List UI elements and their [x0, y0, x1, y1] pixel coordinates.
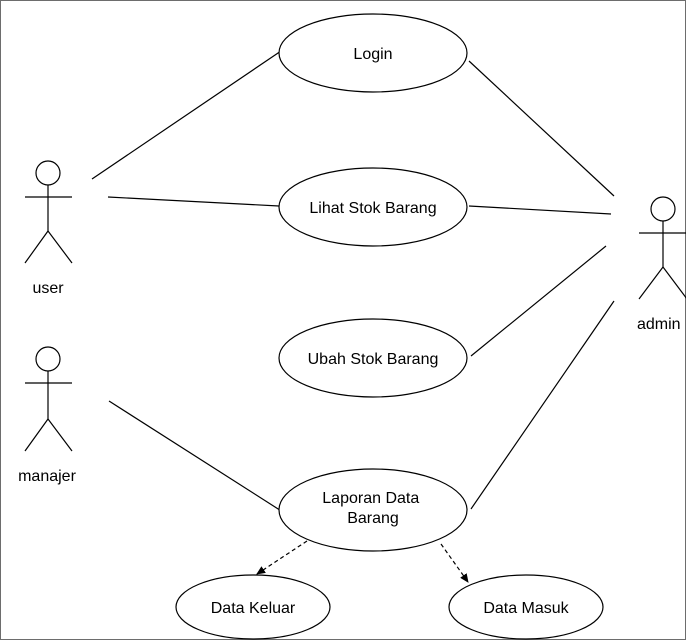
assoc-manajer-laporan: [108, 400, 287, 515]
actor-manajer-left-leg: [24, 418, 49, 452]
use-case-data-keluar[interactable]: Data Keluar: [175, 574, 331, 640]
use-case-laporan-line2: Barang: [347, 510, 399, 527]
actor-admin[interactable]: admin: [637, 196, 686, 333]
use-case-login-label: Login: [353, 46, 392, 63]
assoc-admin-ubah-stok: [470, 245, 607, 357]
dep-laporan-data-masuk: [440, 543, 469, 583]
use-case-login[interactable]: Login: [278, 13, 468, 93]
actor-manajer-head: [35, 346, 61, 372]
dep-laporan-data-keluar: [256, 540, 308, 575]
actor-admin-left-leg: [638, 266, 664, 300]
use-case-laporan-data-barang[interactable]: Laporan Data Barang: [278, 468, 468, 552]
actor-user-right-leg: [47, 230, 73, 264]
assoc-admin-login: [468, 60, 615, 197]
actor-user-label: user: [32, 280, 64, 297]
use-case-lihat-stok-barang-label: Lihat Stok Barang: [309, 200, 436, 217]
assoc-user-login: [91, 50, 282, 180]
actor-manajer-label: manajer: [18, 468, 76, 485]
actor-manajer-right-leg: [47, 418, 73, 452]
actor-manajer[interactable]: manajer: [18, 346, 77, 485]
use-case-laporan-line1: Laporan Data: [322, 490, 419, 507]
use-case-ubah-stok-barang-ellipse: [278, 318, 468, 398]
use-case-data-keluar-label: Data Keluar: [211, 600, 296, 617]
use-case-data-masuk-label: Data Masuk: [483, 600, 569, 617]
use-case-login-ellipse: [278, 13, 468, 93]
use-case-lihat-stok-barang-ellipse: [278, 167, 468, 247]
actor-admin-right-leg: [662, 266, 686, 299]
actor-admin-head: [650, 196, 676, 222]
use-case-ubah-stok-barang[interactable]: Ubah Stok Barang: [278, 318, 468, 398]
assoc-user-lihat-stok: [107, 196, 280, 207]
actor-user[interactable]: user: [24, 160, 73, 297]
use-case-ubah-stok-barang-label: Ubah Stok Barang: [308, 351, 439, 368]
actor-admin-label: admin: [637, 316, 681, 333]
use-case-data-masuk-ellipse: [448, 574, 604, 640]
assoc-admin-lihat-stok: [468, 205, 612, 215]
use-case-data-masuk[interactable]: Data Masuk: [448, 574, 604, 640]
actor-user-left-leg: [24, 230, 49, 264]
assoc-admin-laporan: [470, 300, 615, 510]
use-case-laporan-data-barang-ellipse: [278, 468, 468, 552]
actor-user-head: [35, 160, 61, 186]
use-case-lihat-stok-barang[interactable]: Lihat Stok Barang: [278, 167, 468, 247]
use-case-data-keluar-ellipse: [175, 574, 331, 640]
use-case-laporan-data-barang-label: Laporan Data Barang: [322, 490, 423, 527]
